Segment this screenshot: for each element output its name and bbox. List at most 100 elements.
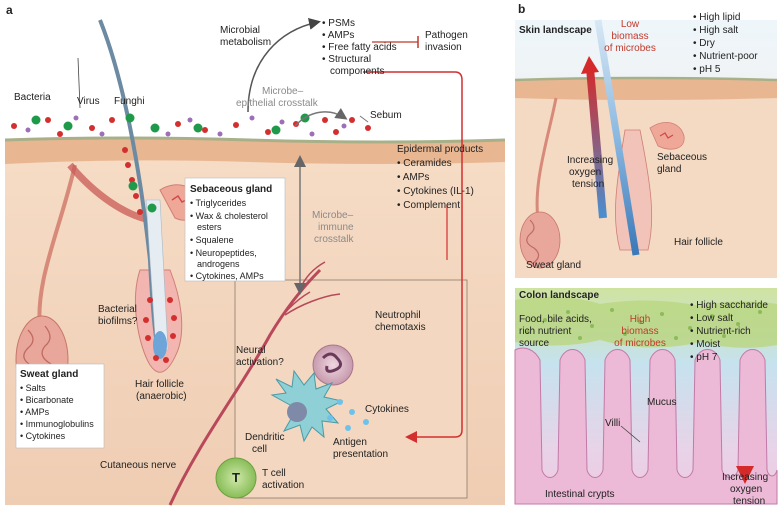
skin-oxygen-arrow-head xyxy=(581,56,599,74)
skin-follicle xyxy=(615,129,653,251)
colon-villi xyxy=(514,347,778,505)
neutrophil-cell xyxy=(312,344,354,386)
metabolism-list: • PSMs • AMPs • Free fatty acids • Struc… xyxy=(322,18,397,77)
neutrophil-label-1: Neutrophil xyxy=(375,310,421,321)
immune-crosstalk-1: Microbe– xyxy=(312,210,354,221)
metabolism-title-1: Microbial xyxy=(220,25,260,36)
colon-villi-label: Villi xyxy=(605,418,620,429)
svg-text:• Triglycerides: • Triglycerides xyxy=(190,198,247,208)
svg-text:esters: esters xyxy=(197,222,222,232)
virus-label: Virus xyxy=(77,96,100,107)
svg-text:• Squalene: • Squalene xyxy=(190,235,234,245)
epithelial-crosstalk-2: epithelial crosstalk xyxy=(236,98,319,109)
panel-b-colon: Colon landscape Food, bile acids, rich n… xyxy=(514,288,778,507)
svg-text:• Structural: • Structural xyxy=(322,54,371,65)
svg-text:androgens: androgens xyxy=(197,259,240,269)
follicle-bacteria xyxy=(122,147,177,363)
colon-oxygen-1: Increasing xyxy=(722,472,768,483)
svg-text:• Dry: • Dry xyxy=(693,38,715,49)
sebaceous-box xyxy=(184,177,286,282)
svg-text:• Wax & cholesterol: • Wax & cholesterol xyxy=(190,211,268,221)
sebaceous-title: Sebaceous gland xyxy=(190,184,272,195)
svg-text:• Salts: • Salts xyxy=(20,383,46,393)
follicle-label-1: Hair follicle xyxy=(135,379,184,390)
follicle-fungi xyxy=(128,181,157,213)
bacteria-label: Bacteria xyxy=(14,92,51,103)
svg-text:• Nutrient-rich: • Nutrient-rich xyxy=(690,326,751,337)
colon-food-1: Food, bile acids, xyxy=(519,314,592,325)
colon-oxygen-2: oxygen xyxy=(730,484,762,495)
skin-oxygen-arrow-shaft xyxy=(586,67,607,219)
colon-food-2: rich nutrient xyxy=(519,326,571,337)
svg-text:components: components xyxy=(330,66,384,77)
svg-text:• pH 7: • pH 7 xyxy=(690,352,718,363)
svg-text:• Moist: • Moist xyxy=(690,339,720,350)
svg-text:• Neuropeptides,: • Neuropeptides, xyxy=(190,248,257,258)
arrector-muscle xyxy=(67,162,151,224)
skin-sweat-gland xyxy=(519,211,561,269)
epithelial-crosstalk-1: Microbe– xyxy=(262,86,304,97)
follicle-label-2: (anaerobic) xyxy=(136,391,187,402)
biofilm-label-1: Bacterial xyxy=(98,304,137,315)
colon-mucus-label: Mucus xyxy=(647,397,676,408)
skin-surface xyxy=(4,136,506,144)
svg-text:• Cytokines, AMPs: • Cytokines, AMPs xyxy=(190,271,264,281)
svg-text:• AMPs: • AMPs xyxy=(322,30,354,41)
svg-text:• High lipid: • High lipid xyxy=(693,12,740,23)
epithelial-crosstalk-arrow xyxy=(294,108,348,127)
cytokines-label: Cytokines xyxy=(365,404,409,415)
surface-viruses xyxy=(25,115,347,137)
immune-crosstalk-2: immune xyxy=(318,222,354,233)
sebum-label: Sebum xyxy=(370,110,402,121)
svg-text:• Low salt: • Low salt xyxy=(690,313,733,324)
antigen-label-2: presentation xyxy=(333,449,388,460)
surface-fungi xyxy=(31,113,310,135)
antigen-label-1: Antigen xyxy=(333,437,367,448)
skin-title: Skin landscape xyxy=(519,25,592,36)
bacteria-pointer xyxy=(77,57,81,109)
pathogen-label-2: invasion xyxy=(425,42,462,53)
panel-b-skin: b Skin landscape Low biomass of microbes… xyxy=(514,2,778,278)
neutrophil-nucleus xyxy=(321,352,342,373)
panel-a: T a Bacteria Virus Funghi Sebum Microbia… xyxy=(4,3,506,506)
skin-sebaceous-2: gland xyxy=(657,164,681,175)
metabolism-arrow xyxy=(247,17,321,113)
dendritic-nucleus xyxy=(287,402,307,422)
skin-sweat-coils xyxy=(526,219,540,265)
sebaceous-list: • Triglycerides • Wax & cholesterol este… xyxy=(190,198,268,281)
panel-b-label: b xyxy=(518,2,525,16)
colon-crypts-label: Intestinal crypts xyxy=(545,489,614,500)
svg-text:• Bicarbonate: • Bicarbonate xyxy=(20,395,74,405)
neural-label-1: Neural xyxy=(236,345,265,356)
colon-mucus-dots xyxy=(526,308,762,340)
sweat-duct xyxy=(37,164,77,331)
villi-pointer xyxy=(620,425,641,443)
svg-text:• Cytokines: • Cytokines xyxy=(20,431,66,441)
svg-text:• PSMs: • PSMs xyxy=(322,18,355,29)
svg-text:• Complement: • Complement xyxy=(397,200,460,211)
biofilm-label-2: biofilms? xyxy=(98,316,138,327)
svg-text:• Cytokines (IL-1): • Cytokines (IL-1) xyxy=(397,186,474,197)
panel-a-label: a xyxy=(6,3,13,17)
epidermal-list: • Ceramides • AMPs • Cytokines (IL-1) • … xyxy=(397,158,474,211)
hair-papilla xyxy=(153,331,167,359)
epidermal-title: Epidermal products xyxy=(397,144,483,155)
immune-crosstalk-3: crosstalk xyxy=(314,234,354,245)
epidermis-layer xyxy=(5,138,505,164)
svg-text:• Free fatty acids: • Free fatty acids xyxy=(322,42,397,53)
sweat-box xyxy=(15,363,105,449)
colon-microbe-layer xyxy=(515,296,777,348)
colon-high-3: of microbes xyxy=(614,338,666,349)
nerve-label: Cutaneous nerve xyxy=(100,460,177,471)
metabolism-title-2: metabolism xyxy=(220,37,271,48)
skin-props-list: • High lipid • High salt • Dry • Nutrien… xyxy=(693,12,758,75)
svg-text:• Nutrient-poor: • Nutrient-poor xyxy=(693,51,758,62)
svg-text:• Ceramides: • Ceramides xyxy=(397,158,452,169)
sweat-title: Sweat gland xyxy=(20,369,78,380)
immune-box xyxy=(234,279,468,499)
neutrophil-label-2: chemotaxis xyxy=(375,322,426,333)
tcell-label-1: T cell xyxy=(262,468,286,479)
sebum-pointer xyxy=(359,115,369,123)
svg-text:• High saccharide: • High saccharide xyxy=(690,300,768,311)
